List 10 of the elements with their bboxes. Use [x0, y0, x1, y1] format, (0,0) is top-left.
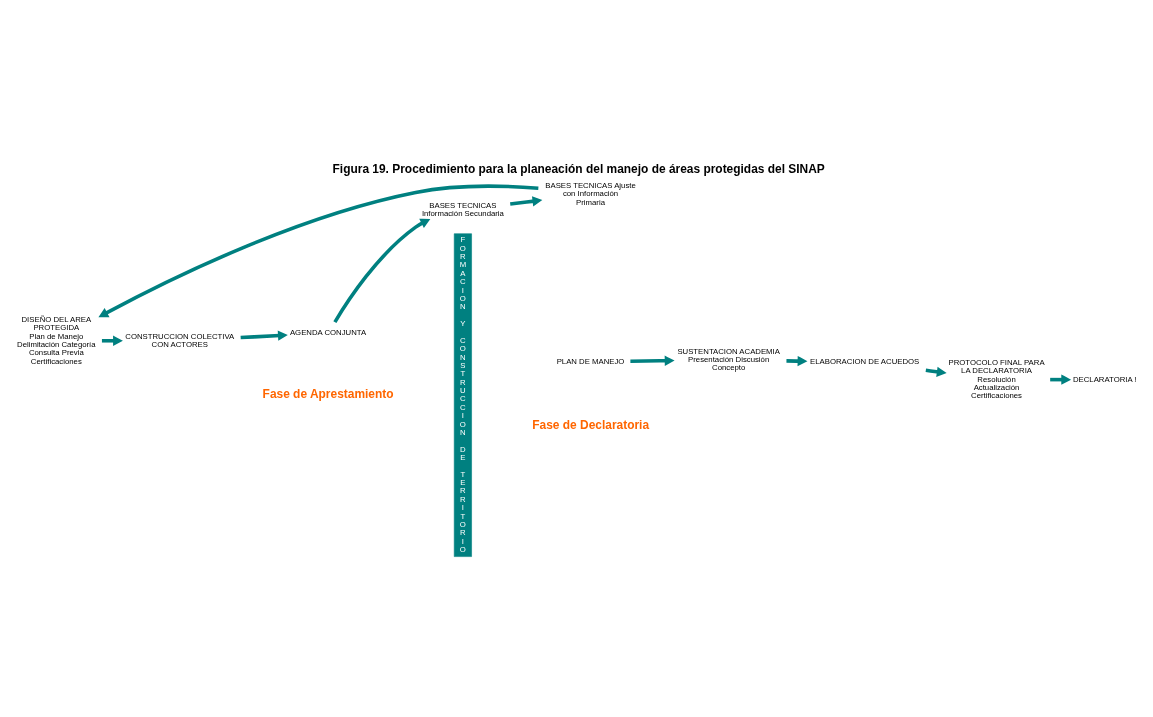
arrow	[786, 355, 808, 366]
diagram-title: Figura 19. Procedimiento para la planeación del manejo de áreas protegidas del SINAP	[332, 161, 825, 176]
arrow	[630, 355, 675, 366]
arrow	[98, 183, 539, 317]
arrow	[333, 218, 431, 323]
label: Fase de Aprestamiento	[262, 386, 394, 401]
arrow	[101, 335, 123, 346]
arrow	[510, 195, 543, 206]
arrow	[240, 329, 288, 341]
label: Fase de Declaratoria	[532, 417, 650, 432]
